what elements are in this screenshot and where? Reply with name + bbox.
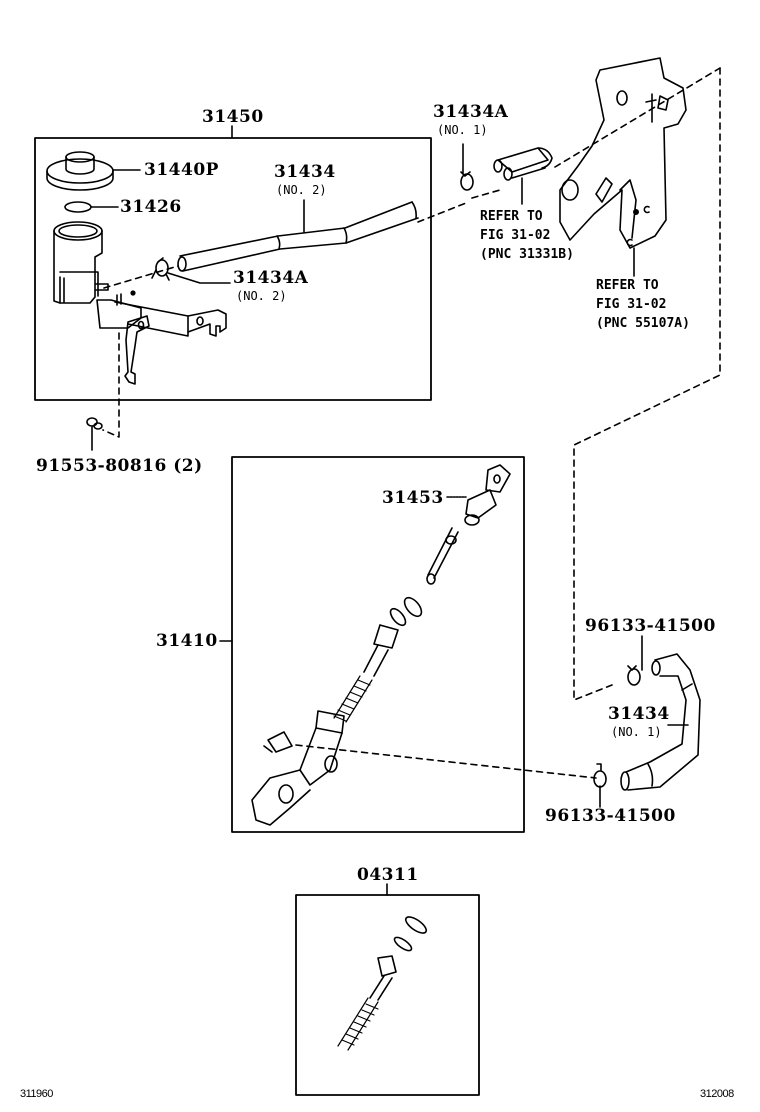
callout-31434A-no2-sub: (NO. 2)	[236, 289, 287, 303]
group-box-31410	[231, 456, 525, 833]
callout-31426: 31426	[120, 197, 182, 217]
hose-no2-icon	[177, 201, 419, 272]
callout-31434-no1: 31434	[608, 704, 670, 724]
group-box-31450	[34, 137, 432, 401]
reservoir-bracket-icon	[96, 290, 227, 385]
callout-31434-no1-sub: (NO. 1)	[611, 725, 662, 739]
group-label-31410: 31410	[156, 631, 218, 651]
leader-31434A-no2	[167, 272, 231, 284]
reference-note-31331B: REFER TO FIG 31-02 (PNC 31331B)	[480, 209, 574, 262]
callout-31453: 31453	[382, 488, 444, 508]
master-cylinder-icon	[251, 464, 511, 826]
pedal-bracket-icon	[559, 57, 687, 249]
footer-left-code: 311960	[20, 1088, 53, 1100]
group-label-31450: 31450	[202, 107, 264, 127]
clamp-no1-icon	[460, 171, 474, 191]
callout-31434-no2: 31434	[274, 162, 336, 182]
callout-31434A-no1-sub: (NO. 1)	[437, 123, 488, 137]
callout-31434-no2-sub: (NO. 2)	[276, 183, 327, 197]
connection-dashed-top	[103, 67, 721, 289]
bolt-icon	[86, 417, 103, 430]
footer-right-code: 312008	[700, 1088, 734, 1100]
repair-kit-icon	[337, 916, 428, 1051]
reservoir-cap-icon	[46, 151, 114, 191]
callout-31440P: 31440P	[144, 160, 219, 180]
reservoir-tank-icon	[53, 221, 109, 304]
connection-dashed-bolt	[102, 332, 120, 438]
reference-note-55107A: REFER TO FIG 31-02 (PNC 55107A)	[596, 278, 690, 331]
hose-no1-icon	[620, 653, 701, 791]
callout-96133-41500-bottom: 96133-41500	[545, 806, 676, 826]
gasket-icon	[64, 201, 92, 213]
clamp-no2-icon	[151, 257, 170, 281]
callout-96133-41500-top: 96133-41500	[585, 616, 716, 636]
callout-31434A-no2: 31434A	[233, 268, 309, 288]
group-box-04311	[295, 894, 480, 1096]
connection-dashed-right	[573, 67, 721, 701]
callout-91553-80816: 91553-80816 (2)	[36, 456, 203, 476]
callout-31434A-no1: 31434A	[433, 102, 509, 122]
group-label-04311: 04311	[357, 865, 419, 885]
clamp-96133-bottom-icon	[593, 763, 607, 788]
connection-dashed-cylinder	[295, 744, 597, 779]
clamp-96133-top-icon	[627, 665, 641, 686]
pipe-fitting-icon	[493, 147, 553, 181]
